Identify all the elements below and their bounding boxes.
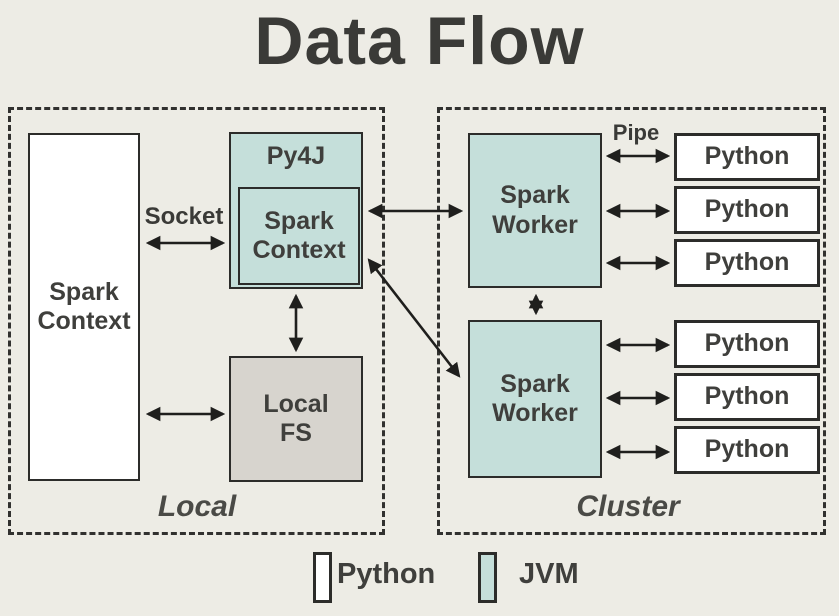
legend-jvm-swatch [478,552,497,603]
node-local-fs-label: Local FS [263,389,329,448]
node-spark-context-driver: Spark Context [28,133,140,481]
node-spark-worker-1: Spark Worker [468,133,602,288]
node-python-worker1-2: Python [674,186,820,234]
cluster-group-label: Cluster [576,490,680,523]
node-spark-worker-2: Spark Worker [468,320,602,478]
diagram-title: Data Flow [254,3,585,79]
legend-python-label: Python [337,558,436,590]
node-spark-context-driver-label: Spark Context [37,277,131,336]
node-spark-worker-2-label: Spark Worker [492,369,578,428]
node-python-label: Python [704,435,790,464]
node-python-worker2-3: Python [674,426,820,474]
node-python-worker1-1: Python [674,133,820,181]
node-python-worker2-1: Python [674,320,820,368]
socket-edge-label: Socket [144,203,224,230]
node-python-label: Python [704,329,790,358]
node-spark-worker-1-label: Spark Worker [492,181,578,239]
node-py4j-spark-context: Spark Context [238,187,360,285]
node-py4j-spark-context-label: Spark Context [252,206,346,265]
node-python-label: Python [704,382,790,411]
pipe-edge-label: Pipe [612,120,660,145]
legend-python-swatch [313,552,332,603]
node-python-label: Python [704,142,790,171]
node-py4j-label: Py4J [266,142,326,170]
node-python-worker2-2: Python [674,373,820,421]
local-group-label: Local [157,490,237,523]
node-python-label: Python [704,195,790,224]
node-python-label: Python [704,248,790,277]
node-py4j: Py4J Spark Context [229,132,363,289]
node-local-fs: Local FS [229,356,363,482]
legend-jvm-label: JVM [519,558,579,590]
node-python-worker1-3: Python [674,239,820,287]
